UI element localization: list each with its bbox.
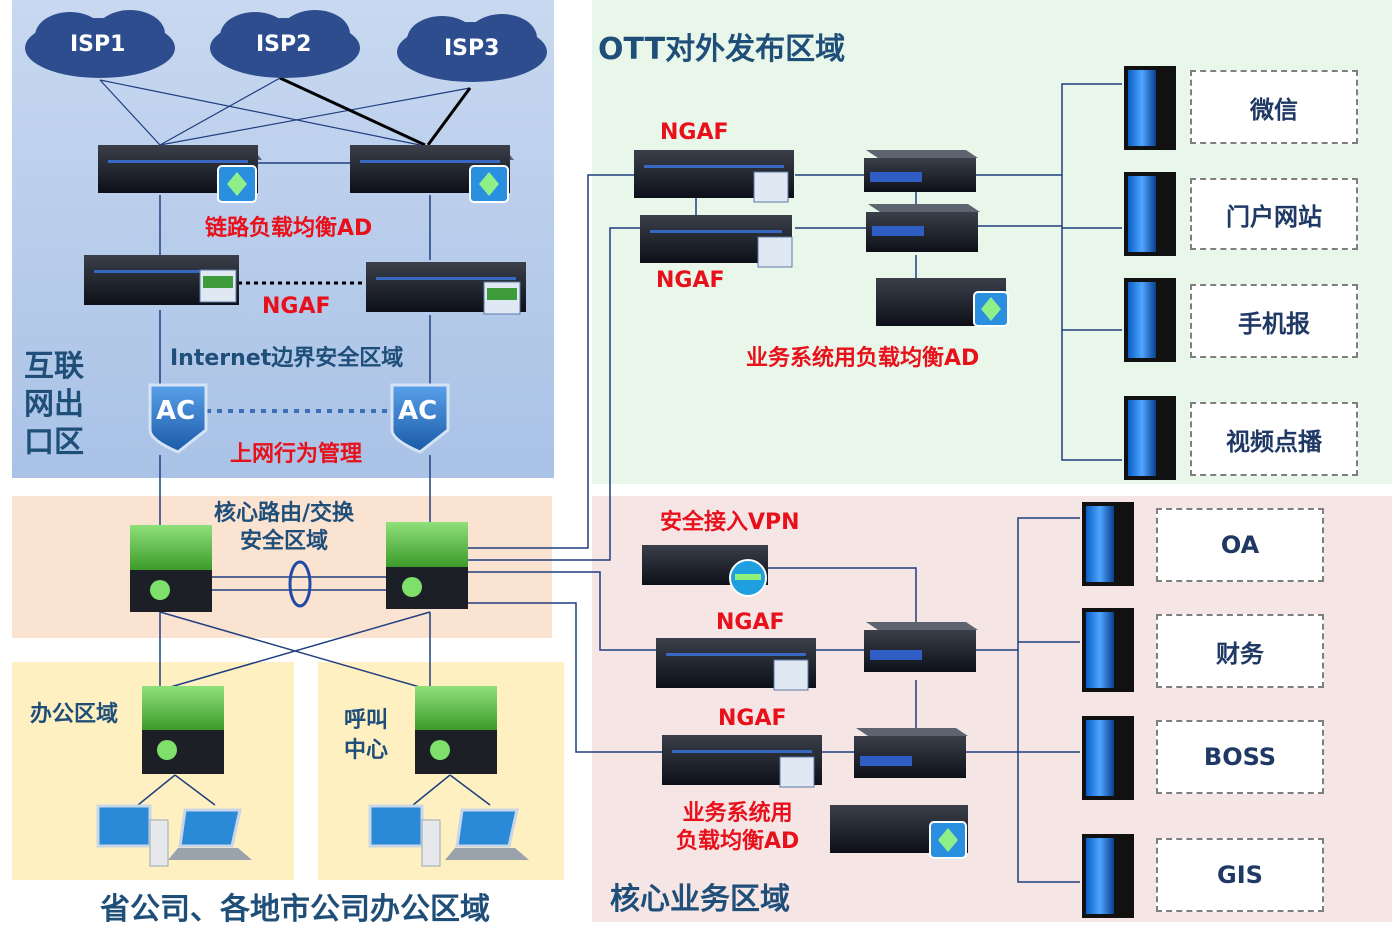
service-wechat: 微信 [1190,70,1358,144]
ott-ngaf-2-label: NGAF [656,268,725,293]
link-lb-device-2-icon [350,145,514,203]
isp3-cloud-icon [397,14,547,82]
core-switch-2-icon [386,522,468,609]
office-zone-label: 办公区域 [30,702,119,727]
province-zone-label: 省公司、各地市公司办公区域 [100,892,490,927]
isp3-label: ISP3 [444,36,500,61]
core-ngaf-1-label: NGAF [716,610,785,635]
ac-shield-2-icon [390,383,450,454]
link-lb-label: 链路负载均衡AD [205,216,373,241]
service-boss: BOSS [1156,720,1324,794]
core-switch-b-icon [854,728,968,778]
core-server-tower-icon [1082,502,1134,918]
service-finance: 财务 [1156,614,1324,688]
office-desktop-icon [96,804,169,867]
ngaf-internet-1-icon [84,255,239,305]
ott-zone-label: OTT对外发布区域 [598,32,846,67]
service-vod: 视频点播 [1190,402,1358,476]
isp2-label: ISP2 [256,32,312,57]
call-center-zone-label: 呼叫 中心 [344,708,389,763]
office-switch-icon [142,686,224,774]
behavior-mgmt-label: 上网行为管理 [230,442,363,467]
ott-ngaf-1-icon [634,150,794,203]
ott-lb-ad-label: 业务系统用负载均衡AD [746,346,980,371]
ott-ngaf-1-label: NGAF [660,120,729,145]
internet-security-label: Internet边界安全区域 [170,346,404,371]
core-switch-1-icon [130,525,212,612]
core-lb-ad-label: 业务系统用 负载均衡AD [676,801,800,854]
ott-switch-2-icon [866,204,980,252]
isp2-cloud-icon [210,10,360,78]
isp1-label: ISP1 [70,32,126,57]
call-center-laptop-icon [445,808,529,860]
core-ngaf-1-icon [656,638,816,691]
call-center-switch-icon [415,686,497,774]
core-ngaf-2-icon [662,735,822,788]
ngaf-internet-label: NGAF [262,294,331,319]
core-business-zone-label: 核心业务区域 [610,882,790,917]
vpn-label: 安全接入VPN [660,510,800,535]
isp1-cloud-icon [25,10,175,78]
core-switch-zone-label: 核心路由/交换 安全区域 [214,501,355,554]
call-center-desktop-icon [368,804,441,867]
ott-switch-1-icon [864,150,978,192]
service-portal: 门户网站 [1190,178,1358,250]
core-ngaf-2-label: NGAF [718,706,787,731]
ac-text-2: AC [398,396,438,426]
ac-shield-1-icon [148,383,208,454]
ott-lb-ad-icon [876,278,1009,327]
ott-ngaf-2-icon [640,215,793,268]
service-oa: OA [1156,508,1324,582]
core-switch-a-icon [864,622,978,672]
service-gis: GIS [1156,838,1324,912]
internet-exit-zone-label: 互联 网出 口区 [24,349,84,460]
vpn-device-icon [642,545,768,597]
office-laptop-icon [168,808,252,860]
core-lb-ad-icon [830,805,968,859]
ac-text-1: AC [156,396,196,426]
link-lb-device-1-icon [98,145,262,203]
ngaf-internet-2-icon [366,262,526,315]
ott-server-tower-icon [1124,66,1176,480]
service-mobile-news: 手机报 [1190,284,1358,358]
